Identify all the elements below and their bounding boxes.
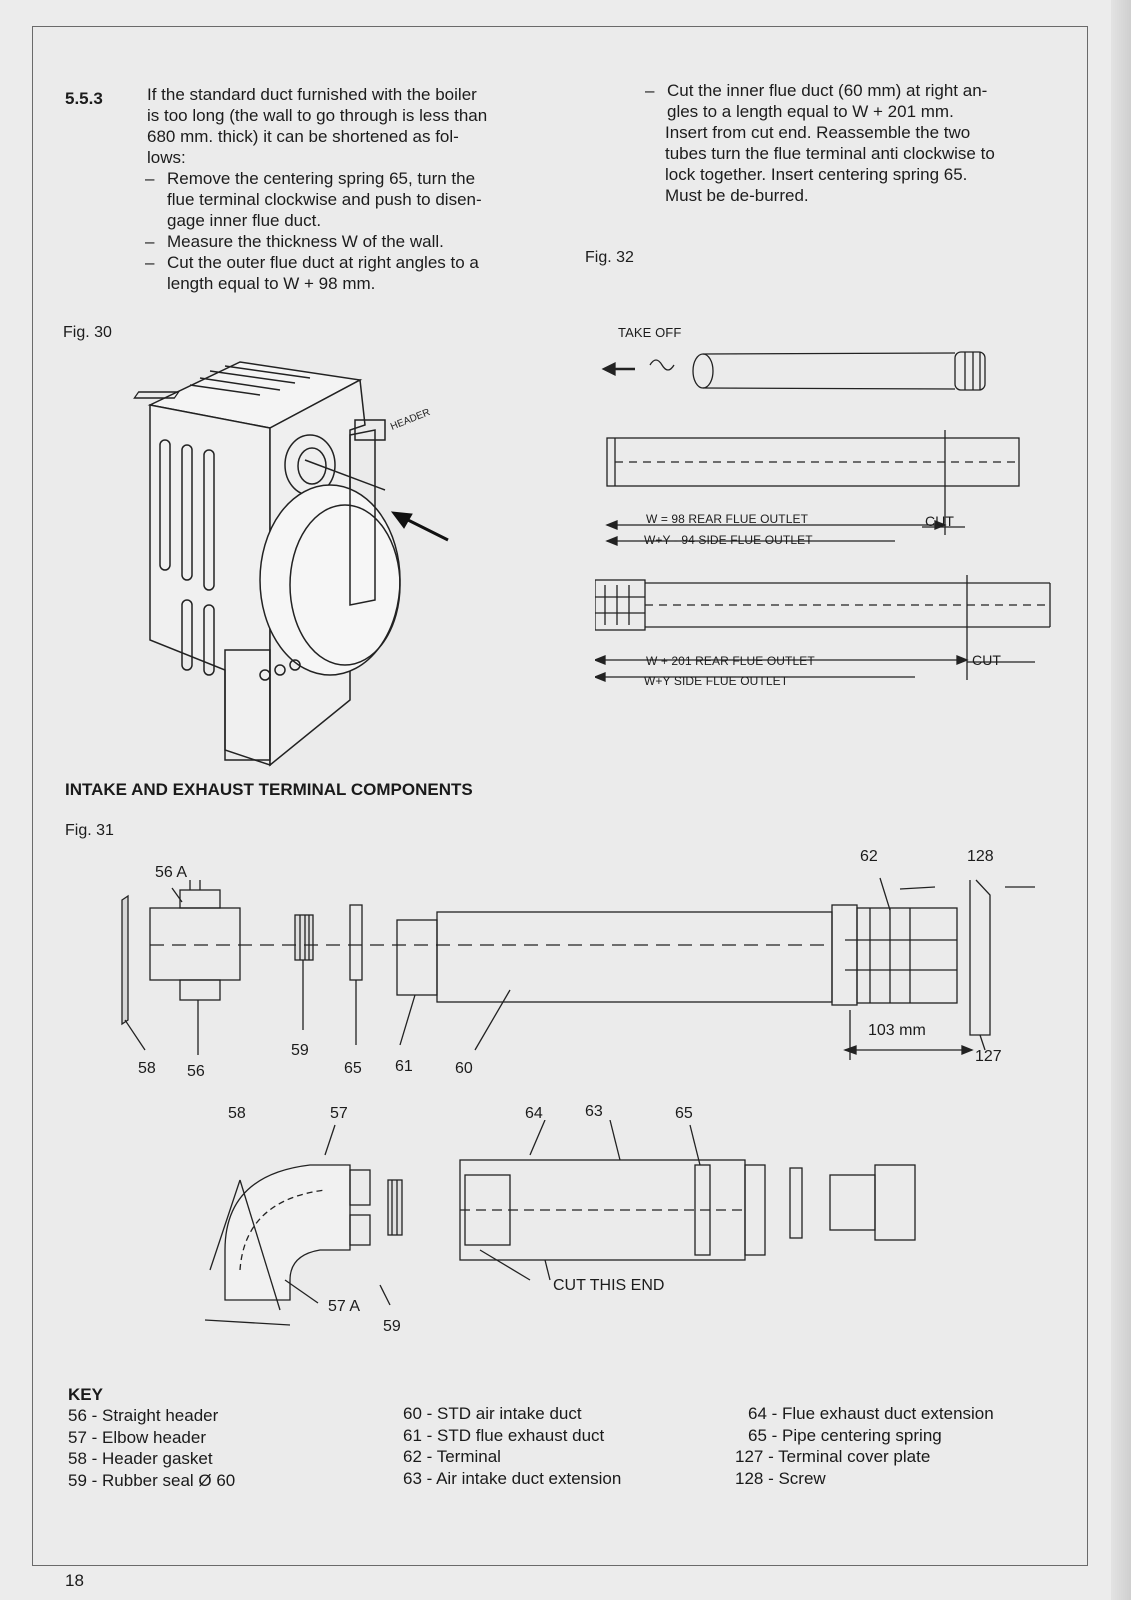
fig32-outer-dim-1: W = 98 REAR FLUE OUTLET (646, 512, 809, 526)
fig30-boiler-drawing: HEADER (133, 361, 449, 767)
callout-58-lower: 58 (228, 1105, 246, 1122)
fig32-inner-cut: CUT (972, 652, 1002, 668)
fig32-label: Fig. 32 (585, 249, 634, 266)
callout-61: 61 (395, 1058, 413, 1075)
fig31-heading: INTAKE AND EXHAUST TERMINAL COMPONENTS (65, 780, 473, 799)
page-edge-shadow (1111, 0, 1131, 1600)
key-item: 64 - Flue exhaust duct extension (748, 1404, 994, 1423)
step-cut-inner: – Cut the inner flue duct (60 mm) at rig… (645, 81, 995, 205)
intro-line: If the standard duct furnished with the … (147, 85, 477, 104)
callout-56a: 56 A (155, 864, 188, 881)
fig32-inner-dim-2: W+Y SIDE FLUE OUTLET (644, 674, 789, 688)
step-cut-outer: – Cut the outer flue duct at right angle… (145, 253, 479, 293)
dimension-103mm: 103 mm (868, 1022, 926, 1039)
intro-line: is too long (the wall to go through is l… (147, 106, 488, 125)
key-item: 61 - STD flue exhaust duct (403, 1425, 605, 1445)
key-item: 57 - Elbow header (68, 1427, 206, 1447)
step-measure-wall: – Measure the thickness W of the wall. (145, 232, 444, 251)
callout-60: 60 (455, 1060, 473, 1077)
cut-this-end: CUT THIS END (553, 1277, 665, 1294)
key-item: 128 - Screw (735, 1468, 826, 1488)
callout-57a: 57 A (328, 1298, 361, 1315)
fig31-lower-drawing (204, 1120, 916, 1326)
callout-58: 58 (138, 1060, 156, 1077)
callout-63: 63 (585, 1103, 603, 1120)
fig32-drawing (595, 351, 1051, 682)
key-item: 63 - Air intake duct extension (403, 1468, 622, 1488)
fig30-label: Fig. 30 (63, 324, 112, 341)
page-number: 18 (65, 1571, 84, 1590)
key-column-3: 64 - Flue exhaust duct extension 65 - Pi… (735, 1403, 994, 1489)
key-column-1: 56 - Straight header 57 - Elbow header 5… (68, 1405, 235, 1491)
fig31-label: Fig. 31 (65, 822, 114, 839)
key-column-2: 60 - STD air intake duct 61 - STD flue e… (403, 1403, 621, 1489)
callout-127: 127 (975, 1048, 1002, 1065)
callout-64: 64 (525, 1105, 543, 1122)
section-number: 5.5.3 (65, 89, 103, 108)
callout-65-lower: 65 (675, 1105, 693, 1122)
key-title: KEY (68, 1385, 103, 1404)
intro-line: 680 mm. thick) it can be shortened as fo… (147, 127, 459, 146)
section-intro: If the standard duct furnished with the … (147, 84, 537, 168)
key-item: 65 - Pipe centering spring (748, 1425, 942, 1445)
callout-65: 65 (344, 1060, 362, 1077)
callout-59-lower: 59 (383, 1318, 401, 1335)
key-item: 60 - STD air intake duct (403, 1404, 582, 1423)
intro-line: lows: (147, 148, 186, 167)
callout-59: 59 (291, 1042, 309, 1059)
fig31-upper-drawing (121, 877, 1035, 1060)
callout-56: 56 (187, 1063, 205, 1080)
key-item: 127 - Terminal cover plate (735, 1447, 931, 1466)
key-item: 58 - Header gasket (68, 1449, 213, 1468)
page-frame (32, 26, 1088, 1566)
fig32-outer-cut: CUT (925, 513, 955, 529)
callout-62: 62 (860, 848, 878, 865)
fig32-take-off: TAKE OFF (618, 325, 682, 340)
fig30-header-label: HEADER (389, 407, 432, 433)
key-item: 56 - Straight header (68, 1406, 219, 1425)
key-item: 59 - Rubber seal Ø 60 (68, 1470, 236, 1490)
key-item: 62 - Terminal (403, 1447, 501, 1466)
fig32-outer-dim-2: W+Y - 94 SIDE FLUE OUTLET (644, 533, 813, 547)
step-remove-spring: – Remove the centering spring 65, turn t… (145, 169, 482, 230)
callout-57: 57 (330, 1105, 348, 1122)
callout-128: 128 (967, 848, 994, 865)
fig32-inner-dim-1: W + 201 REAR FLUE OUTLET (646, 654, 815, 668)
